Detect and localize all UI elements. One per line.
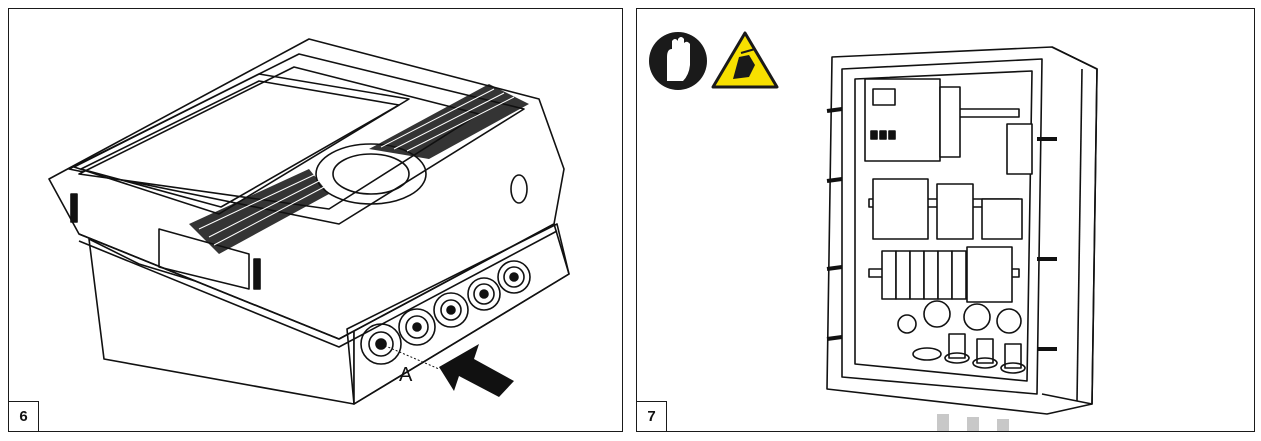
enclosure-open-illustration bbox=[649, 31, 1098, 431]
enclosure-closed-illustration bbox=[48, 38, 570, 405]
figure-number: 6 bbox=[9, 401, 39, 431]
hand-cut-hazard-warning-icon bbox=[711, 31, 779, 89]
callout-label-a: A bbox=[399, 364, 413, 386]
figure-6-panel: A 6 bbox=[8, 8, 623, 432]
figure-7-panel: 7 bbox=[636, 8, 1255, 432]
gloves-mandatory-icon bbox=[649, 32, 707, 90]
figure-number: 7 bbox=[637, 401, 667, 431]
insertion-arrow-icon bbox=[439, 344, 514, 397]
